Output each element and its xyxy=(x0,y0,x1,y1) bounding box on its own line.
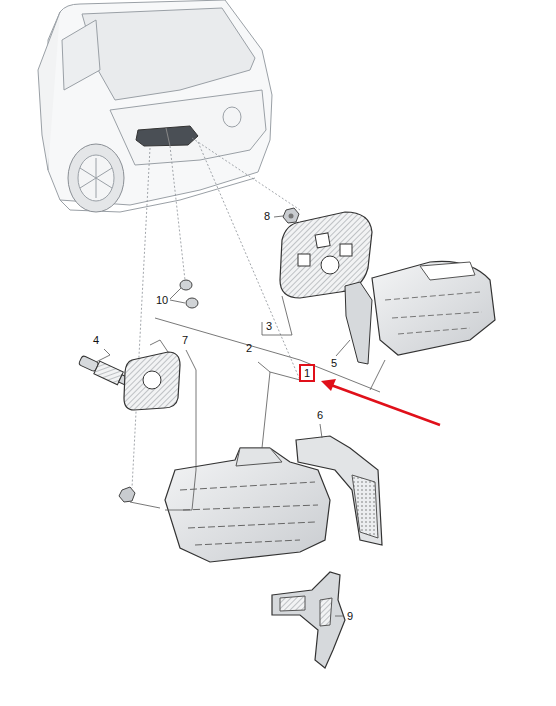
callout-number: 2 xyxy=(246,342,252,354)
callout-number: 1 xyxy=(304,367,310,379)
highlight-box: 1 xyxy=(299,364,315,382)
callout-number: 3 xyxy=(266,320,272,332)
callout-number: 8 xyxy=(264,210,270,222)
callout-number: 9 xyxy=(347,610,353,622)
callout-number: 10 xyxy=(156,294,168,306)
callout-number: 4 xyxy=(93,334,99,346)
callout-number: 7 xyxy=(182,334,188,346)
callout-number: 5 xyxy=(331,357,337,369)
callout-number: 6 xyxy=(317,409,323,421)
